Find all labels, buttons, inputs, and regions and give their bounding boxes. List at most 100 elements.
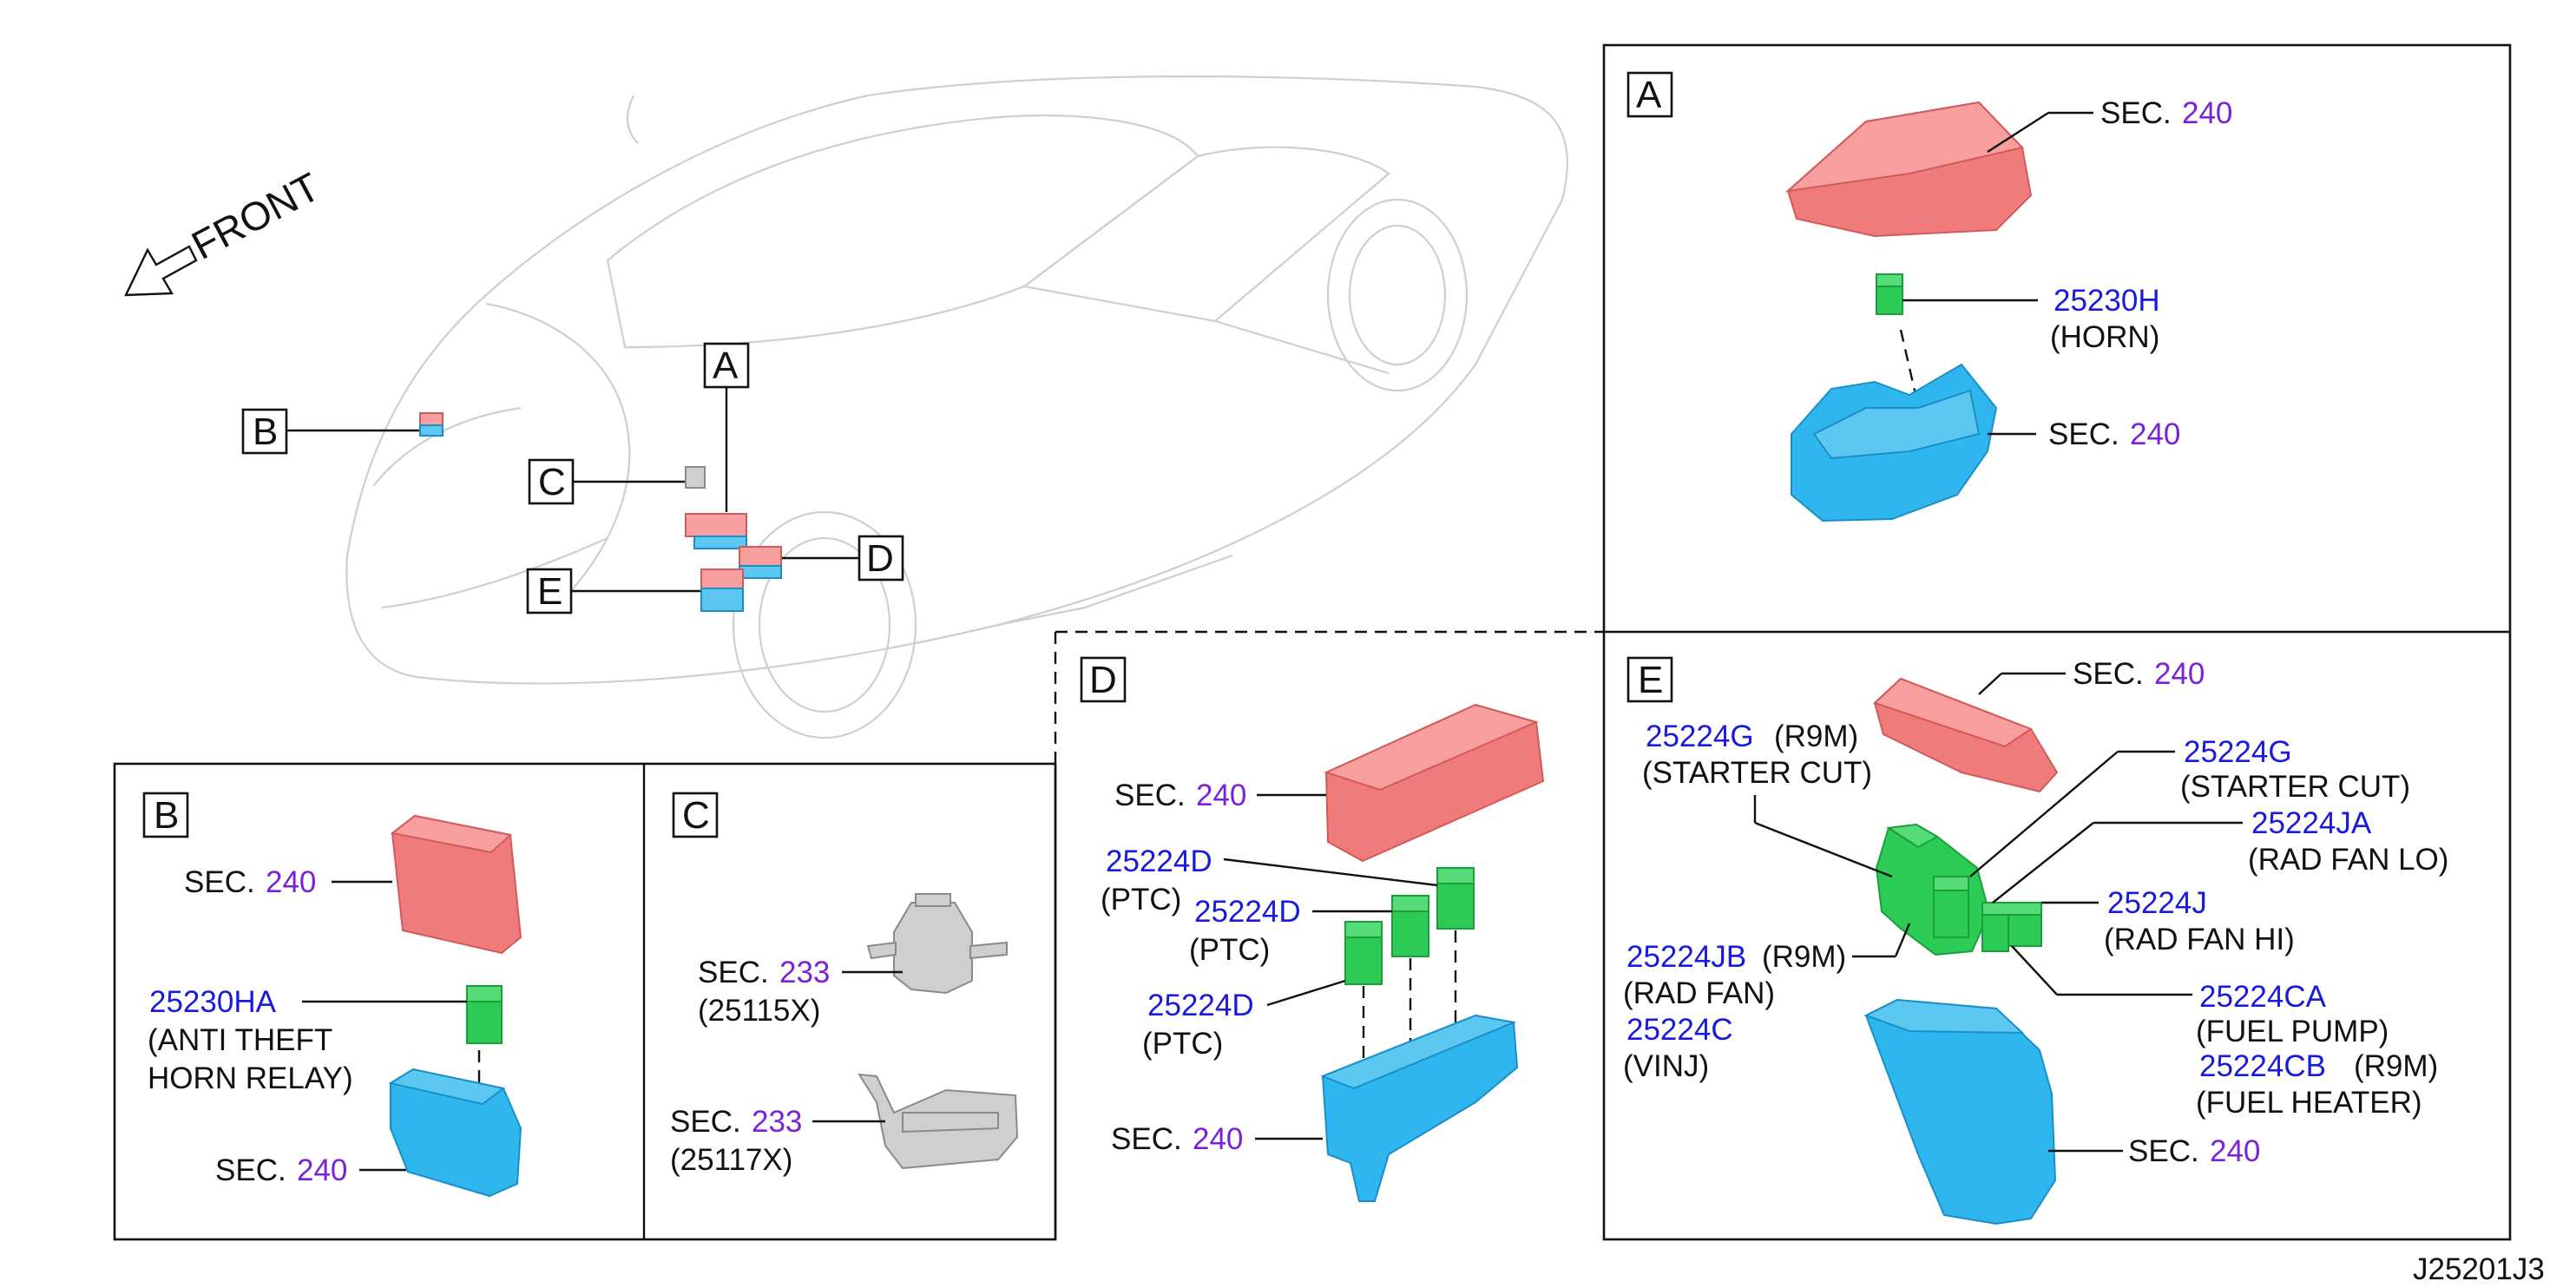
panel-d-cover-sec: SEC.: [1114, 779, 1186, 812]
panel-d-base-num: 240: [1193, 1122, 1243, 1156]
panel-a-base-num: 240: [2130, 417, 2180, 451]
car-part-e: [700, 568, 744, 612]
panel-b-base-num: 240: [297, 1153, 347, 1187]
panel-e-relay-small: [1981, 902, 2042, 952]
panel-d-relay1-desc: (PTC): [1101, 883, 1181, 917]
panel-e-c-pn: 25224C: [1626, 1013, 1733, 1047]
panel-a-ref-label: A: [1636, 74, 1662, 116]
ref-label-d: D: [866, 537, 894, 580]
panel-e-g-r9m-note: (R9M): [1774, 720, 1858, 753]
panel-d: D SEC. 240 25224D (PTC) 25224D (PTC) 252…: [1080, 656, 1545, 1202]
panel-e-j-desc: (RAD FAN HI): [2104, 923, 2295, 956]
panel-d-relay2-desc: (PTC): [1189, 933, 1270, 967]
panel-e-cb-note: (R9M): [2354, 1049, 2438, 1083]
panel-e-ja-pn: 25224JA: [2251, 806, 2372, 840]
panel-b-ref-box: [142, 792, 189, 838]
panel-frames: [113, 43, 2512, 1241]
panel-d-ref-box: [1080, 656, 1127, 703]
panel-c-part1-code: (25115X): [698, 994, 820, 1028]
panel-a: A SEC. 240 25230H (HORN) SEC. 240: [1626, 71, 2232, 522]
panel-b-cover: [390, 814, 522, 955]
ref-label-a: A: [713, 345, 739, 387]
panel-e-jb-pn: 25224JB: [1626, 940, 1746, 974]
panel-b-relay-pn: 25230HA: [149, 985, 277, 1019]
panel-e-g-desc: (STARTER CUT): [2180, 770, 2410, 804]
panel-d-relay-3: [1436, 867, 1475, 930]
ref-box-e: [526, 568, 573, 614]
panel-d-relay2-pn: 25224D: [1194, 895, 1301, 929]
panel-e-jb-desc: (RAD FAN): [1623, 976, 1775, 1010]
panel-e-j-pn: 25224J: [2107, 886, 2207, 920]
panel-e-cover-sec: SEC.: [2073, 657, 2144, 691]
panel-e-g-r9m-pn: 25224G: [1646, 720, 1754, 753]
panel-b-base: [388, 1068, 522, 1198]
panel-b-base-sec: SEC.: [215, 1153, 286, 1187]
ref-label-b: B: [253, 411, 278, 453]
panel-c-ref-box: [672, 792, 719, 838]
panel-c-part-2: [858, 1073, 1019, 1170]
ref-label-c: C: [538, 461, 566, 503]
panel-e-base: [1863, 998, 2057, 1226]
panel-a-top-cover-num: 240: [2182, 96, 2232, 130]
panel-e-ca-pn: 25224CA: [2199, 980, 2327, 1014]
panel-a-horn-relay: [1876, 273, 1903, 315]
panel-d-relay-1: [1344, 921, 1383, 985]
panel-c-part2-code: (25117X): [670, 1143, 792, 1177]
panel-a-base-sec: SEC.: [2048, 417, 2119, 451]
panel-a-top-cover: [1784, 101, 2033, 238]
panel-d-relay1-pn: 25224D: [1106, 844, 1212, 878]
panel-d-ref-label: D: [1089, 659, 1117, 701]
car-part-a: [685, 513, 747, 549]
panel-c-part1-sec: SEC.: [698, 956, 769, 989]
panel-e-ref-box: [1626, 656, 1673, 703]
panel-e-cover: [1873, 677, 2059, 793]
drawing-id: J25201J3: [2413, 1252, 2545, 1286]
panel-b: B SEC. 240 25230HA (ANTI THEFT HORN RELA…: [142, 792, 522, 1198]
panel-e-base-sec: SEC.: [2128, 1134, 2199, 1168]
panel-a-ref-box: [1626, 71, 1673, 118]
panel-e: E SEC. 240 25224G (R9M) (STARTER CUT) 25…: [1623, 656, 2448, 1226]
panel-b-relay-desc1: (ANTI THEFT: [148, 1023, 332, 1057]
car-part-d: [739, 546, 782, 579]
panel-b-cover-num: 240: [266, 865, 316, 899]
panel-e-cover-num: 240: [2154, 657, 2205, 691]
panel-d-relay3-desc: (PTC): [1142, 1027, 1223, 1061]
panel-e-c-desc: (VINJ): [1623, 1049, 1709, 1083]
panel-e-relay-block: [1875, 823, 1991, 956]
panel-d-base: [1320, 1014, 1519, 1202]
panel-e-cb-desc: (FUEL HEATER): [2196, 1086, 2422, 1120]
panel-c-part2-num: 233: [752, 1105, 802, 1139]
panel-e-jb-note: (R9M): [1762, 940, 1846, 974]
panel-e-g-pn: 25224G: [2184, 735, 2292, 769]
panel-c-ref-label: C: [682, 794, 710, 837]
panel-b-relay-desc2: HORN RELAY): [148, 1061, 353, 1095]
panel-e-ja-desc: (RAD FAN LO): [2248, 843, 2448, 877]
ref-label-e: E: [537, 570, 562, 613]
panel-e-g-r9m-desc: (STARTER CUT): [1642, 756, 1872, 790]
panel-d-base-sec: SEC.: [1111, 1122, 1182, 1156]
panel-c: C SEC. 233 (25115X) SEC. 233 (25117X): [670, 792, 1019, 1177]
panel-b-ref-label: B: [154, 794, 179, 837]
ref-box-b: [241, 408, 288, 455]
panel-b-cover-sec: SEC.: [184, 865, 255, 899]
front-label: FRONT: [184, 164, 326, 268]
panel-b-relay: [466, 985, 503, 1044]
panel-d-cover-num: 240: [1196, 779, 1246, 812]
panel-e-base-num: 240: [2210, 1134, 2260, 1168]
panel-c-part-1: [866, 893, 1008, 995]
panel-a-top-cover-sec: SEC.: [2100, 96, 2172, 130]
panel-e-ref-label: E: [1638, 659, 1663, 701]
panel-d-cover: [1324, 703, 1545, 863]
front-arrow-icon: [124, 245, 198, 297]
panel-c-part1-num: 233: [779, 956, 830, 989]
panel-a-base: [1791, 363, 1998, 522]
panel-c-part2-sec: SEC.: [670, 1105, 741, 1139]
panel-e-cb-pn: 25224CB: [2199, 1049, 2326, 1083]
panel-d-relay3-pn: 25224D: [1147, 989, 1254, 1022]
panel-d-relay-2: [1391, 895, 1429, 957]
panel-a-horn-desc: (HORN): [2050, 320, 2159, 354]
car-outline: [345, 75, 1569, 739]
ref-box-a: [703, 342, 750, 389]
panel-a-horn-pn: 25230H: [2054, 284, 2160, 318]
